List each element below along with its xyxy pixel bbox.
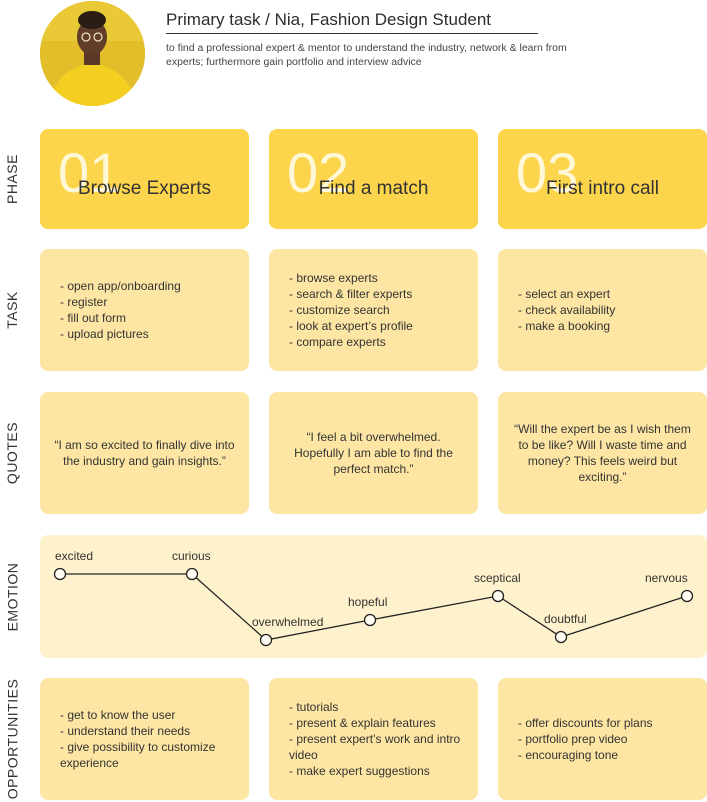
phase-name: First intro call (546, 178, 659, 199)
emotion-point (680, 589, 694, 603)
opportunity-item: - make expert suggestions (289, 764, 430, 778)
task-item: - customize search (289, 303, 390, 317)
row-label-quotes: QUOTES (4, 421, 20, 485)
opportunity-item: - present & explain features (289, 716, 436, 730)
row-label-phase: PHASE (4, 154, 20, 204)
task-item: - register (60, 295, 108, 309)
opportunity-list: - tutorials - present & explain features… (289, 678, 468, 800)
row-label-emotion: EMOTION (4, 562, 20, 631)
row-label-opportunities: OPPORTUNITIES (4, 678, 20, 800)
emotion-point (53, 567, 67, 581)
emotion-point (259, 633, 273, 647)
task-item: - make a booking (518, 319, 611, 333)
emotion-point (491, 589, 505, 603)
emotion-label: curious (172, 549, 211, 563)
phase-name: Find a match (318, 178, 429, 199)
phase-number: 02 (287, 141, 350, 204)
phase-card-2: 02 Find a match (269, 129, 478, 229)
opportunity-item: - present expert’s work and intro video (289, 732, 461, 762)
task-item: - compare experts (289, 335, 386, 349)
phase-number: 01 (58, 141, 121, 204)
task-item: - upload pictures (60, 327, 149, 341)
task-list: - browse experts - search & filter exper… (289, 249, 468, 371)
quote-card-1: “I am so excited to finally dive into th… (40, 392, 249, 514)
task-item: - search & filter experts (289, 287, 413, 301)
task-item: - look at expert’s profile (289, 319, 413, 333)
task-card-1: - open app/onboarding - register - fill … (40, 249, 249, 371)
opportunity-item: - tutorials (289, 700, 339, 714)
task-list: - open app/onboarding - register - fill … (60, 249, 239, 371)
phase-name: Browse Experts (77, 178, 212, 199)
phase-number: 03 (516, 141, 579, 204)
opportunity-card-2: - tutorials - present & explain features… (269, 678, 478, 800)
page-title: Primary task / Nia, Fashion Design Stude… (166, 10, 538, 34)
emotion-label: nervous (645, 571, 688, 585)
emotion-label: sceptical (474, 571, 521, 585)
task-item: - fill out form (60, 311, 127, 325)
quote-text: “I feel a bit overwhelmed. Hopefully I a… (294, 430, 453, 476)
task-item: - browse experts (289, 271, 378, 285)
opportunity-item: - encouraging tone (518, 748, 619, 762)
emotion-point (363, 613, 377, 627)
quote-text: “Will the expert be as I wish them to be… (514, 422, 691, 484)
phase-card-1: 01 Browse Experts (40, 129, 249, 229)
task-card-2: - browse experts - search & filter exper… (269, 249, 478, 371)
persona-description: to find a professional expert & mentor t… (166, 42, 567, 68)
row-label-task: TASK (4, 291, 20, 329)
emotion-label: overwhelmed (252, 615, 323, 629)
opportunity-item: - understand their needs (60, 724, 191, 738)
persona-photo (40, 1, 145, 106)
task-card-3: - select an expert - check availability … (498, 249, 707, 371)
emotion-label: doubtful (544, 612, 587, 626)
emotion-label: hopeful (348, 595, 387, 609)
emotion-point (185, 567, 199, 581)
quote-card-3: “Will the expert be as I wish them to be… (498, 392, 707, 514)
emotion-label: excited (55, 549, 93, 563)
task-list: - select an expert - check availability … (518, 249, 697, 371)
opportunity-card-3: - offer discounts for plans - portfolio … (498, 678, 707, 800)
opportunity-item: - get to know the user (60, 708, 176, 722)
quote-text: “I am so excited to finally dive into th… (54, 438, 235, 468)
task-item: - select an expert (518, 287, 611, 301)
opportunity-list: - offer discounts for plans - portfolio … (518, 678, 697, 800)
opportunity-card-1: - get to know the user - understand thei… (40, 678, 249, 800)
emotion-curve-panel: excited curious overwhelmed hopeful sceptica… (40, 535, 707, 658)
opportunity-item: - offer discounts for plans (518, 716, 653, 730)
emotion-point (554, 630, 568, 644)
opportunity-item: - portfolio prep video (518, 732, 628, 746)
emotion-curve: excited curious overwhelmed hopeful sceptica… (53, 549, 694, 647)
task-item: - check availability (518, 303, 616, 317)
opportunity-list: - get to know the user - understand thei… (60, 678, 239, 800)
opportunity-item: - give possibility to customize experien… (60, 740, 216, 770)
quote-card-2: “I feel a bit overwhelmed. Hopefully I a… (269, 392, 478, 514)
persona-avatar (40, 1, 145, 106)
task-item: - open app/onboarding (60, 279, 181, 293)
phase-card-3: 03 First intro call (498, 129, 707, 229)
